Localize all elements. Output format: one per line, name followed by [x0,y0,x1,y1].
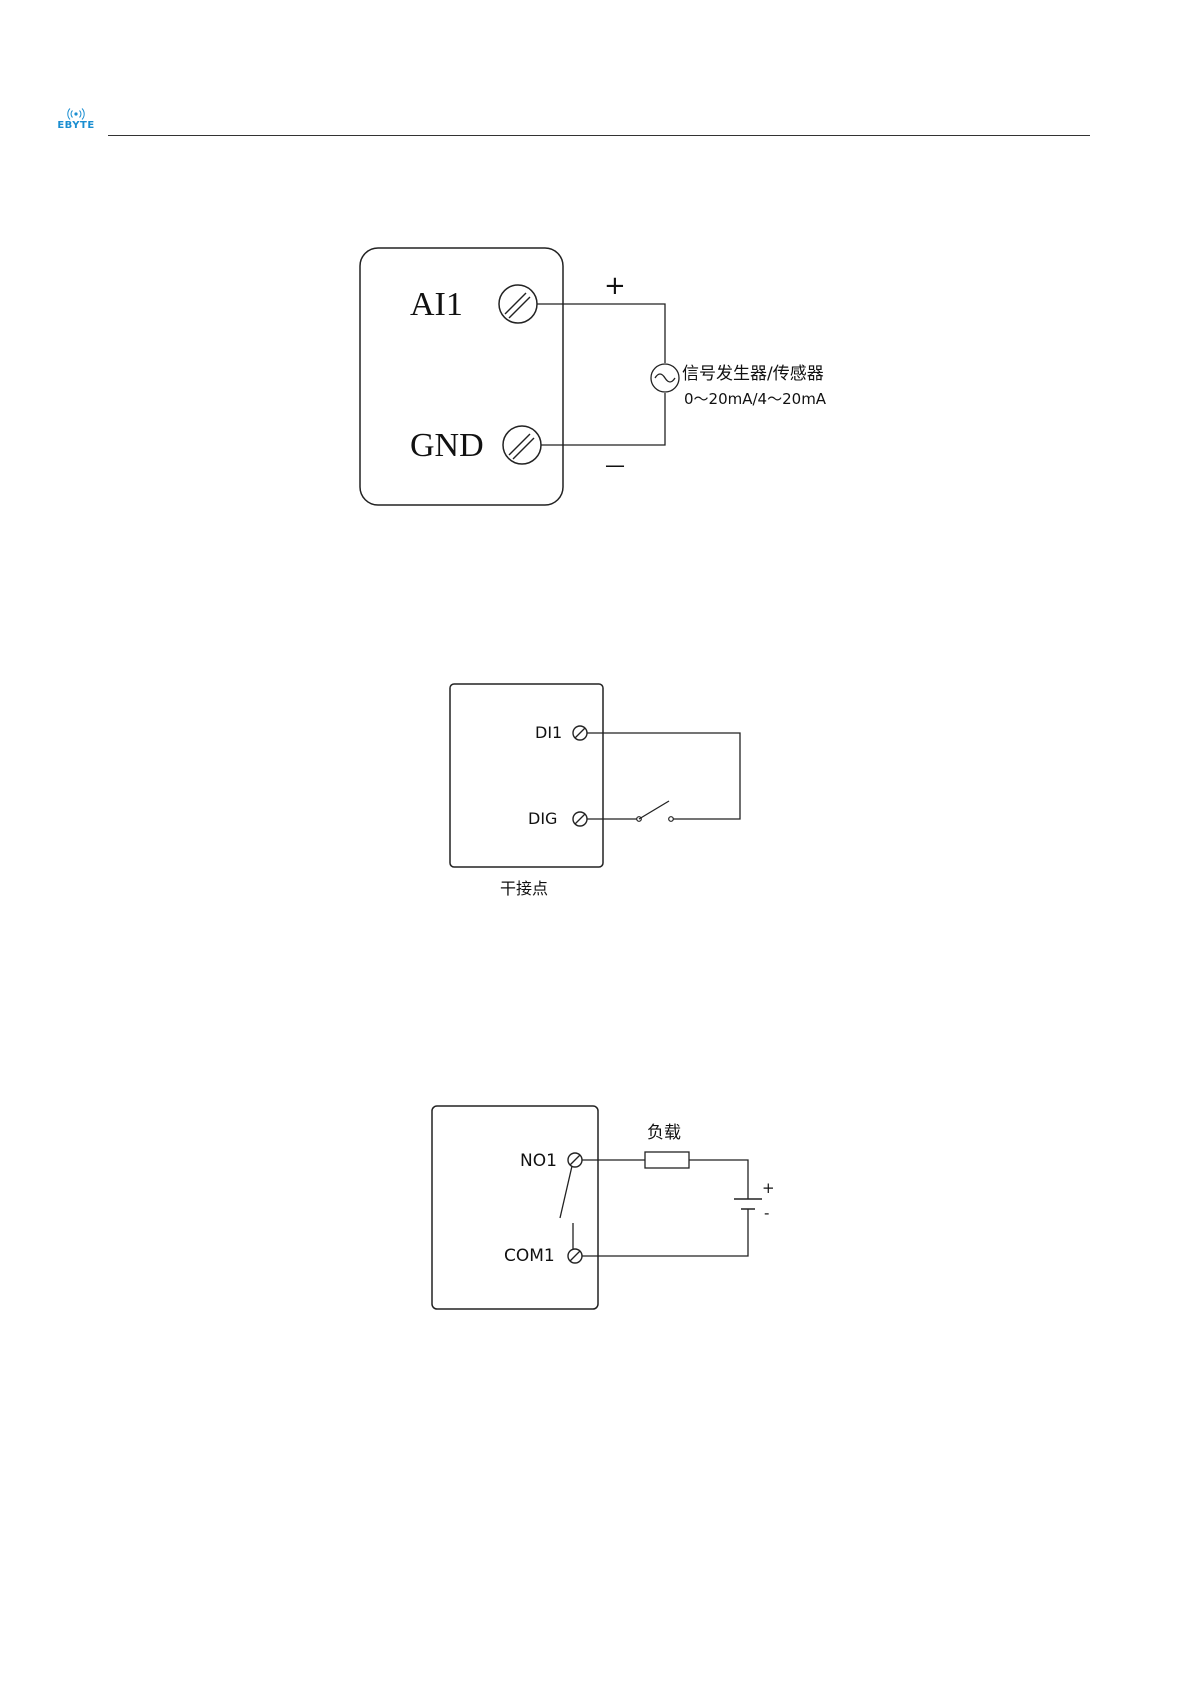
source-name: 信号发生器/传感器 [682,364,824,384]
switch-icon [637,801,674,821]
polarity-plus: + [604,271,626,301]
polarity-minus: — [605,453,625,477]
terminal-screw-icon [573,726,587,740]
battery-plus: + [762,1179,775,1197]
wire-negative [541,393,665,445]
battery-minus: - [764,1204,769,1222]
terminal-screw-icon [568,1249,582,1263]
logo-text: EBYTE [54,120,98,131]
relay-contact-icon [560,1166,573,1249]
wire-load-to-battery [689,1160,748,1199]
page-header: EBYTE [0,0,1191,140]
wire-positive [537,304,665,363]
ac-source-icon [651,364,679,392]
terminal-label-no1: NO1 [520,1151,557,1171]
wire-di1 [587,733,740,819]
terminal-screw-icon [568,1153,582,1167]
dry-contact-input-diagram: DI1 DIG 干接点 [440,678,760,908]
analog-input-wiring-diagram: AI1 GND + — 信号发生器/传感器 0～20mA/4～20mA [350,240,850,510]
caption-dry-contact: 干接点 [500,879,548,898]
module-body [450,684,603,867]
ebyte-logo: EBYTE [54,106,98,136]
header-rule [108,135,1090,136]
source-range: 0～20mA/4～20mA [684,390,827,408]
terminal-screw-icon [503,426,541,464]
terminal-label-di1: DI1 [535,723,562,742]
module-body [432,1106,598,1309]
load-resistor-icon [645,1152,689,1168]
terminal-label-gnd: GND [410,427,484,464]
terminal-screw-icon [573,812,587,826]
terminal-label-ai1: AI1 [410,286,463,323]
load-label: 负载 [647,1123,681,1143]
terminal-screw-icon [499,285,537,323]
terminal-label-com1: COM1 [504,1246,555,1266]
relay-output-diagram: NO1 COM1 负载 + - [420,1100,780,1320]
terminal-label-dig: DIG [528,809,557,828]
battery-icon [734,1199,762,1209]
wire-com1 [582,1209,748,1256]
